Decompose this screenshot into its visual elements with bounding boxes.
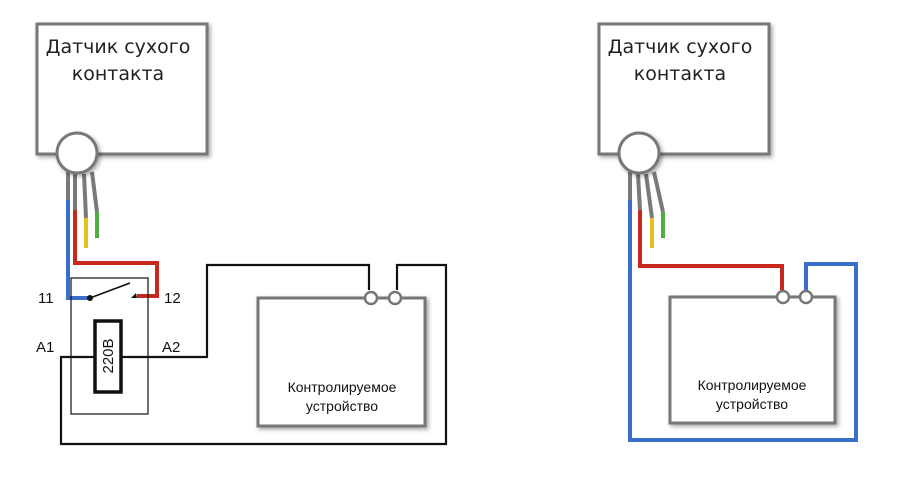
left-wire-a1-loop <box>59 263 448 446</box>
right-sensor-connector <box>617 131 661 175</box>
left-device-label-line2: устройство <box>306 398 378 414</box>
right-cable-gray-2 <box>636 173 642 211</box>
left-device-box <box>256 296 427 428</box>
left-terminal-a1: A1 <box>36 339 54 356</box>
left-device-terminal-2 <box>387 290 403 306</box>
left-terminal-12: 12 <box>164 290 181 307</box>
left-diagram: Датчик сухого контакта 220В 11 12 A1 A2 <box>35 22 448 446</box>
left-terminal-a2: A2 <box>162 339 180 356</box>
right-device-terminal-1 <box>775 289 791 305</box>
right-sensor-title-line2: контакта <box>634 63 726 85</box>
left-cable-gray-3 <box>82 173 88 219</box>
left-device-label-line1: Контролируемое <box>288 379 397 395</box>
left-sensor-box <box>35 22 209 156</box>
left-relay-voltage: 220В <box>100 338 117 373</box>
left-sensor-title-line1: Датчик сухого <box>46 36 191 58</box>
left-sensor-title-line2: контакта <box>72 63 164 85</box>
left-cable-gray-4 <box>90 171 99 213</box>
right-diagram: Датчик сухого контакта Контролируемое ус… <box>597 22 858 442</box>
left-relay-box <box>70 277 149 415</box>
left-wire-blue <box>66 200 90 300</box>
left-switch-blade <box>89 282 131 299</box>
left-sensor-connector <box>55 131 99 175</box>
right-wire-blue <box>628 200 858 442</box>
left-wire-a2 <box>121 263 371 359</box>
right-device-box <box>668 295 837 425</box>
right-device-label-line2: устройство <box>716 396 788 412</box>
right-wire-red <box>638 210 784 291</box>
right-device-terminal-2 <box>798 289 814 305</box>
left-device-terminal-1 <box>363 290 379 306</box>
right-sensor-box <box>597 22 771 156</box>
right-device-label-line1: Контролируемое <box>698 377 807 393</box>
right-cable-gray-3 <box>644 173 654 219</box>
left-terminal-11: 11 <box>38 290 54 307</box>
right-sensor-title-line1: Датчик сухого <box>608 36 753 58</box>
left-wire-red <box>73 210 159 298</box>
left-switch-contact-12 <box>131 293 137 298</box>
right-cable-gray-4 <box>652 171 665 213</box>
